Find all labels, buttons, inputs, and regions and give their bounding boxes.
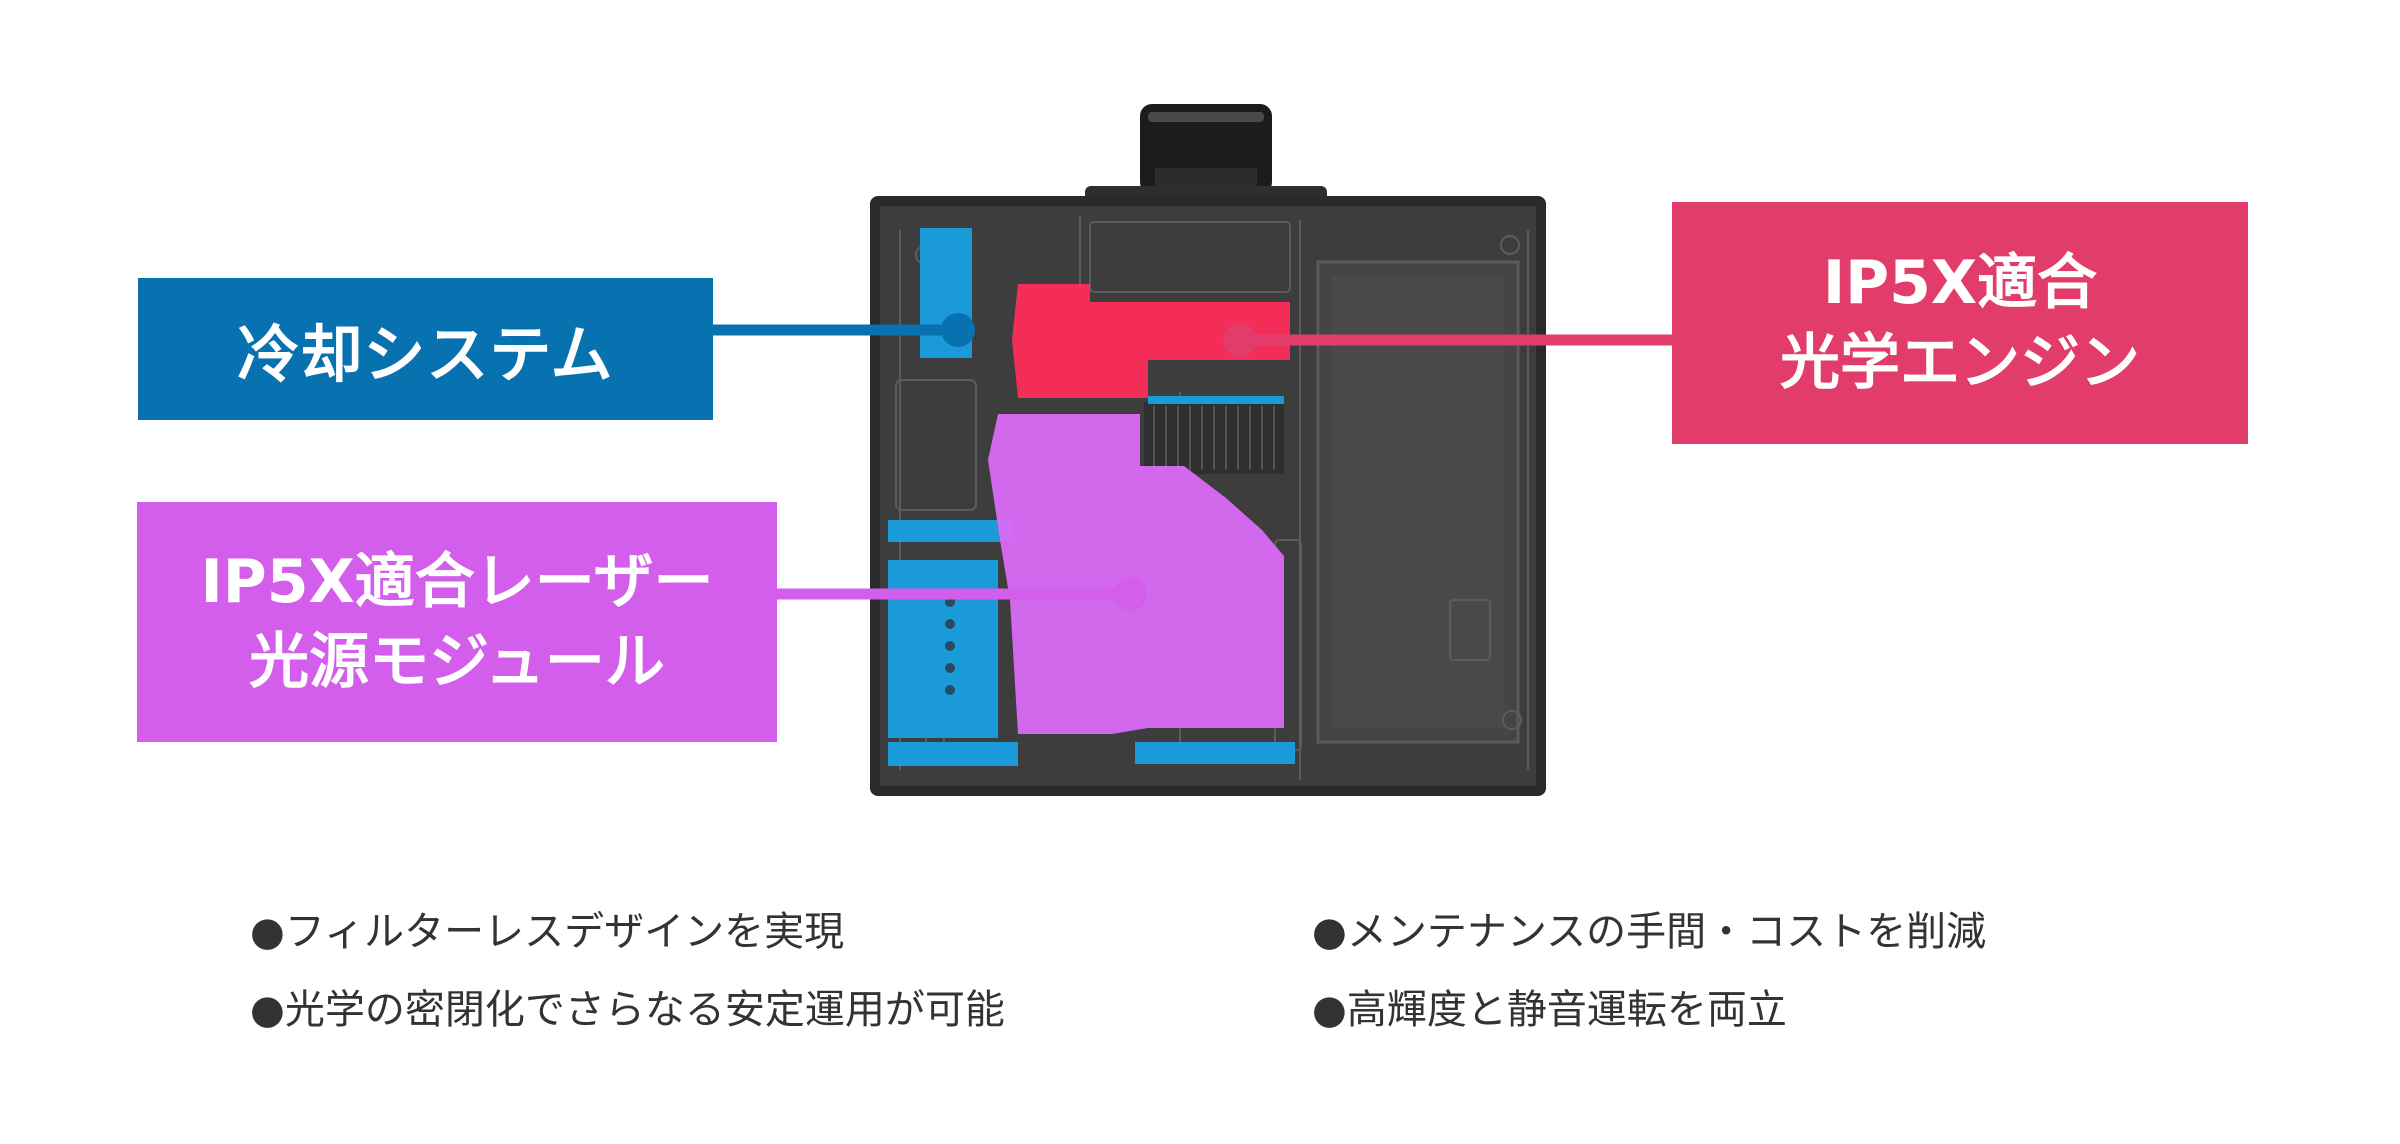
callout-cooling (713, 313, 975, 347)
optical-engine-label: IP5X適合光学エンジン (1672, 202, 2248, 444)
feature-list-right: ●メンテナンスの手間・コストを削減 ●高輝度と静音運転を両立 (1312, 902, 1986, 1058)
cooling-connector-dot (941, 313, 975, 347)
optical-label-line: 光学エンジン (1780, 328, 2140, 398)
optical-label-line: IP5X適合 (1822, 248, 2098, 318)
feature-item: ●高輝度と静音運転を両立 (1312, 987, 1787, 1033)
callout-laser (777, 577, 1147, 611)
feature-list-left: ●フィルターレスデザインを実現 ●光学の密閉化でさらなる安定運用が可能 (250, 902, 1005, 1058)
cooling-system-label: 冷却システム (138, 278, 713, 420)
cooling-label-line: 冷却システム (237, 318, 614, 391)
laser-module-label: IP5X適合レーザー光源モジュール (137, 502, 777, 742)
lens (1085, 104, 1327, 202)
laser-connector-dot (1113, 577, 1147, 611)
optical-connector-dot (1223, 323, 1257, 357)
laser-label-line: 光源モジュール (249, 627, 665, 697)
laser-module-region (988, 414, 1284, 734)
laser-label-line: IP5X適合レーザー (200, 547, 714, 617)
optical-engine-region (1012, 284, 1290, 398)
feature-item: ●光学の密閉化でさらなる安定運用が可能 (250, 987, 1005, 1033)
feature-item: ●メンテナンスの手間・コストを削減 (1312, 909, 1987, 955)
feature-item: ●フィルターレスデザインを実現 (250, 909, 845, 955)
callout-optical (1223, 323, 1672, 357)
